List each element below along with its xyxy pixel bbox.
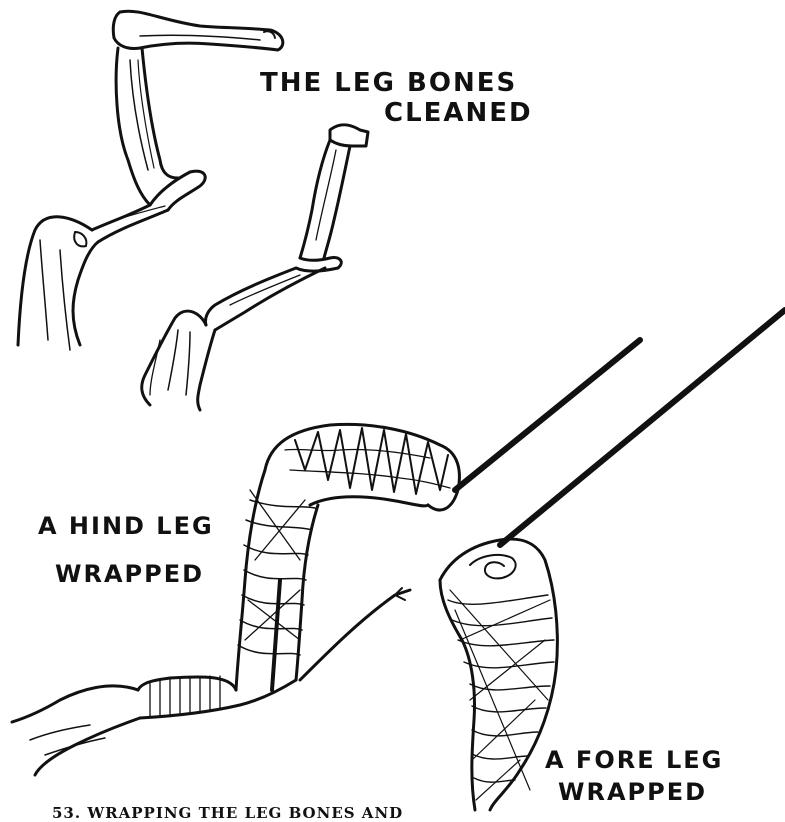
- hind-leg-label-line2: WRAPPED: [55, 562, 204, 586]
- leg-bones-title-line1: THE LEG BONES: [260, 70, 517, 96]
- fore-leg-label-line2: WRAPPED: [558, 780, 707, 804]
- fore-leg-bones-drawing: [142, 125, 368, 410]
- hind-leg-label-line1: A HIND LEG: [38, 514, 214, 538]
- fore-leg-label-line1: A FORE LEG: [545, 748, 723, 772]
- fore-leg-wrapped-drawing: [440, 310, 785, 810]
- leg-bones-title-line2: CLEANED: [384, 100, 533, 126]
- figure-caption: 53. WRAPPING THE LEG BONES AND: [52, 804, 403, 822]
- hind-leg-wrapped-drawing: [12, 340, 640, 775]
